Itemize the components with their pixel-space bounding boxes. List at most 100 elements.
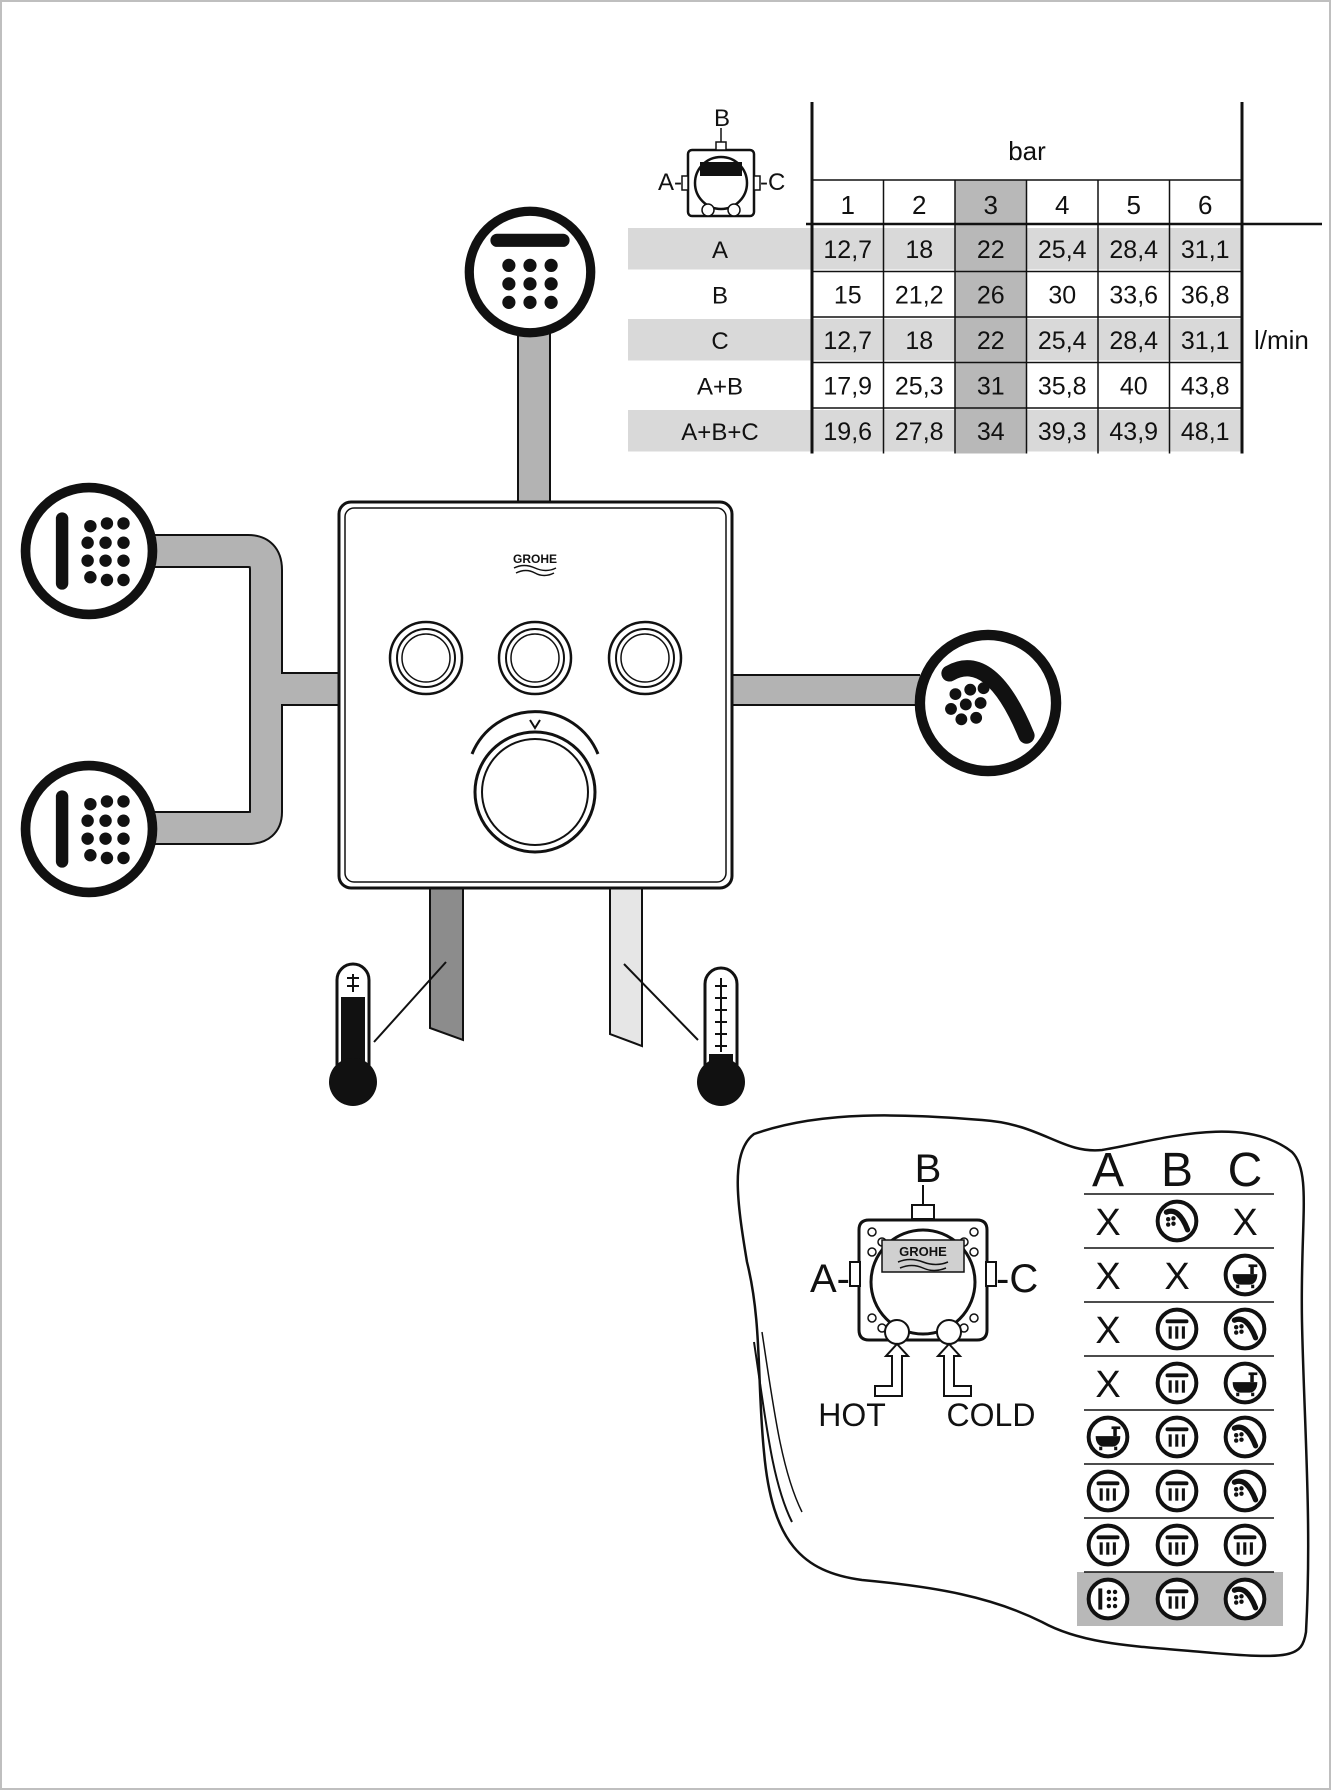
flow-unit-label: l/min [1254,325,1309,355]
flow-value: 25,4 [1038,236,1087,264]
hand-shower-icon [1226,1580,1265,1619]
brand-wave-icon [513,564,557,577]
table-port-label-c: -C [760,169,785,196]
flow-value: 30 [1048,281,1076,309]
hot-label: HOT [818,1397,886,1433]
cold-label: COLD [947,1397,1036,1433]
port-label-b: B [915,1147,942,1191]
hand-shower-icon [1226,1418,1265,1457]
head-shower-icon [1155,1361,1199,1405]
head-shower-icon [1155,1415,1199,1459]
table-valve-key-icon [681,128,761,218]
pressure-header-3: 3 [984,190,998,220]
pressure-header-5: 5 [1127,190,1141,220]
flow-value: 40 [1120,372,1148,400]
port-label-a: A- [810,1257,850,1301]
x-mark: X [1164,1256,1189,1298]
cold-inlet-arrow-icon [935,1342,972,1397]
body-jet-icon [26,488,153,615]
cold-thermometer-icon [623,963,745,1106]
hand-shower-icon [1158,1202,1197,1241]
pressure-unit-label: bar [1008,136,1046,166]
flow-value: 19,6 [823,418,872,446]
config-column-A: A [1092,1144,1124,1197]
push-button-left[interactable] [388,620,464,696]
x-mark: X [1095,1256,1120,1298]
flow-value: 39,3 [1038,418,1087,446]
head-shower-icon [1086,1469,1130,1513]
head-shower-icon [1223,1523,1267,1567]
hand-shower-icon [920,635,1056,771]
outlet-label-A: A [712,237,728,264]
flow-value: 18 [905,327,933,355]
config-column-C: C [1228,1144,1263,1197]
pressure-header-2: 2 [912,190,926,220]
table-port-label-a: A- [658,169,682,196]
flow-value: 21,2 [895,281,944,309]
flow-value: 35,8 [1038,372,1087,400]
bathtub-icon [1223,1253,1267,1297]
pressure-header-6: 6 [1198,190,1212,220]
body-jet-icon [1086,1577,1130,1621]
body-jet-icon [26,766,153,893]
x-mark: X [1095,1202,1120,1244]
bathtub-icon [1223,1361,1267,1405]
flow-value: 36,8 [1181,281,1230,309]
push-button-right[interactable] [607,620,683,696]
flow-value: 31,1 [1181,236,1230,264]
bathtub-icon [1086,1415,1130,1459]
x-mark: X [1095,1364,1120,1406]
flow-value: 27,8 [895,418,944,446]
flow-value: 43,8 [1181,372,1230,400]
flow-value: 28,4 [1109,236,1158,264]
head-shower-icon [1086,1523,1130,1567]
outlet-label-A+B: A+B [697,373,743,400]
flow-value: 15 [834,281,862,309]
flow-value: 26 [977,281,1005,309]
flow-value: 22 [977,327,1005,355]
hand-shower-icon [1226,1310,1265,1349]
valve-body-diagram: GROHE [849,1185,997,1397]
mixer-faceplate: GROHE [337,500,734,890]
head-shower-icon [469,211,590,332]
flow-value: 25,4 [1038,327,1087,355]
flow-value: 31,1 [1181,327,1230,355]
flow-value: 25,3 [895,372,944,400]
config-column-B: B [1161,1144,1193,1197]
flow-value: 28,4 [1109,327,1158,355]
flow-value: 12,7 [823,236,872,264]
flow-value: 48,1 [1181,418,1230,446]
hand-shower-icon [1226,1472,1265,1511]
head-shower-icon [1155,1523,1199,1567]
hot-thermometer-icon [329,961,447,1106]
temperature-knob[interactable] [470,710,600,854]
brand-logo: GROHE [513,552,557,566]
mixer-installation: GROHE [26,211,1057,1106]
port-label-c: -C [996,1257,1038,1301]
table-port-label-b: B [714,105,730,132]
push-button-middle[interactable] [497,620,573,696]
flow-value: 22 [977,236,1005,264]
pressure-header-1: 1 [841,190,855,220]
hot-inlet-arrow-icon [874,1342,911,1397]
pipes [152,324,920,1048]
flow-value: 31 [977,372,1005,400]
flow-value: 17,9 [823,372,872,400]
x-mark: X [1095,1310,1120,1352]
head-shower-icon [1155,1469,1199,1513]
pressure-header-4: 4 [1055,190,1069,220]
flow-value: 34 [977,418,1005,446]
head-shower-icon [1155,1577,1199,1621]
flow-value: 43,9 [1109,418,1158,446]
outlet-label-B: B [712,282,728,309]
flow-value: 12,7 [823,327,872,355]
head-shower-icon [1155,1307,1199,1351]
flow-value: 18 [905,236,933,264]
flow-value: 33,6 [1109,281,1158,309]
outlet-label-A+B+C: A+B+C [681,419,758,446]
